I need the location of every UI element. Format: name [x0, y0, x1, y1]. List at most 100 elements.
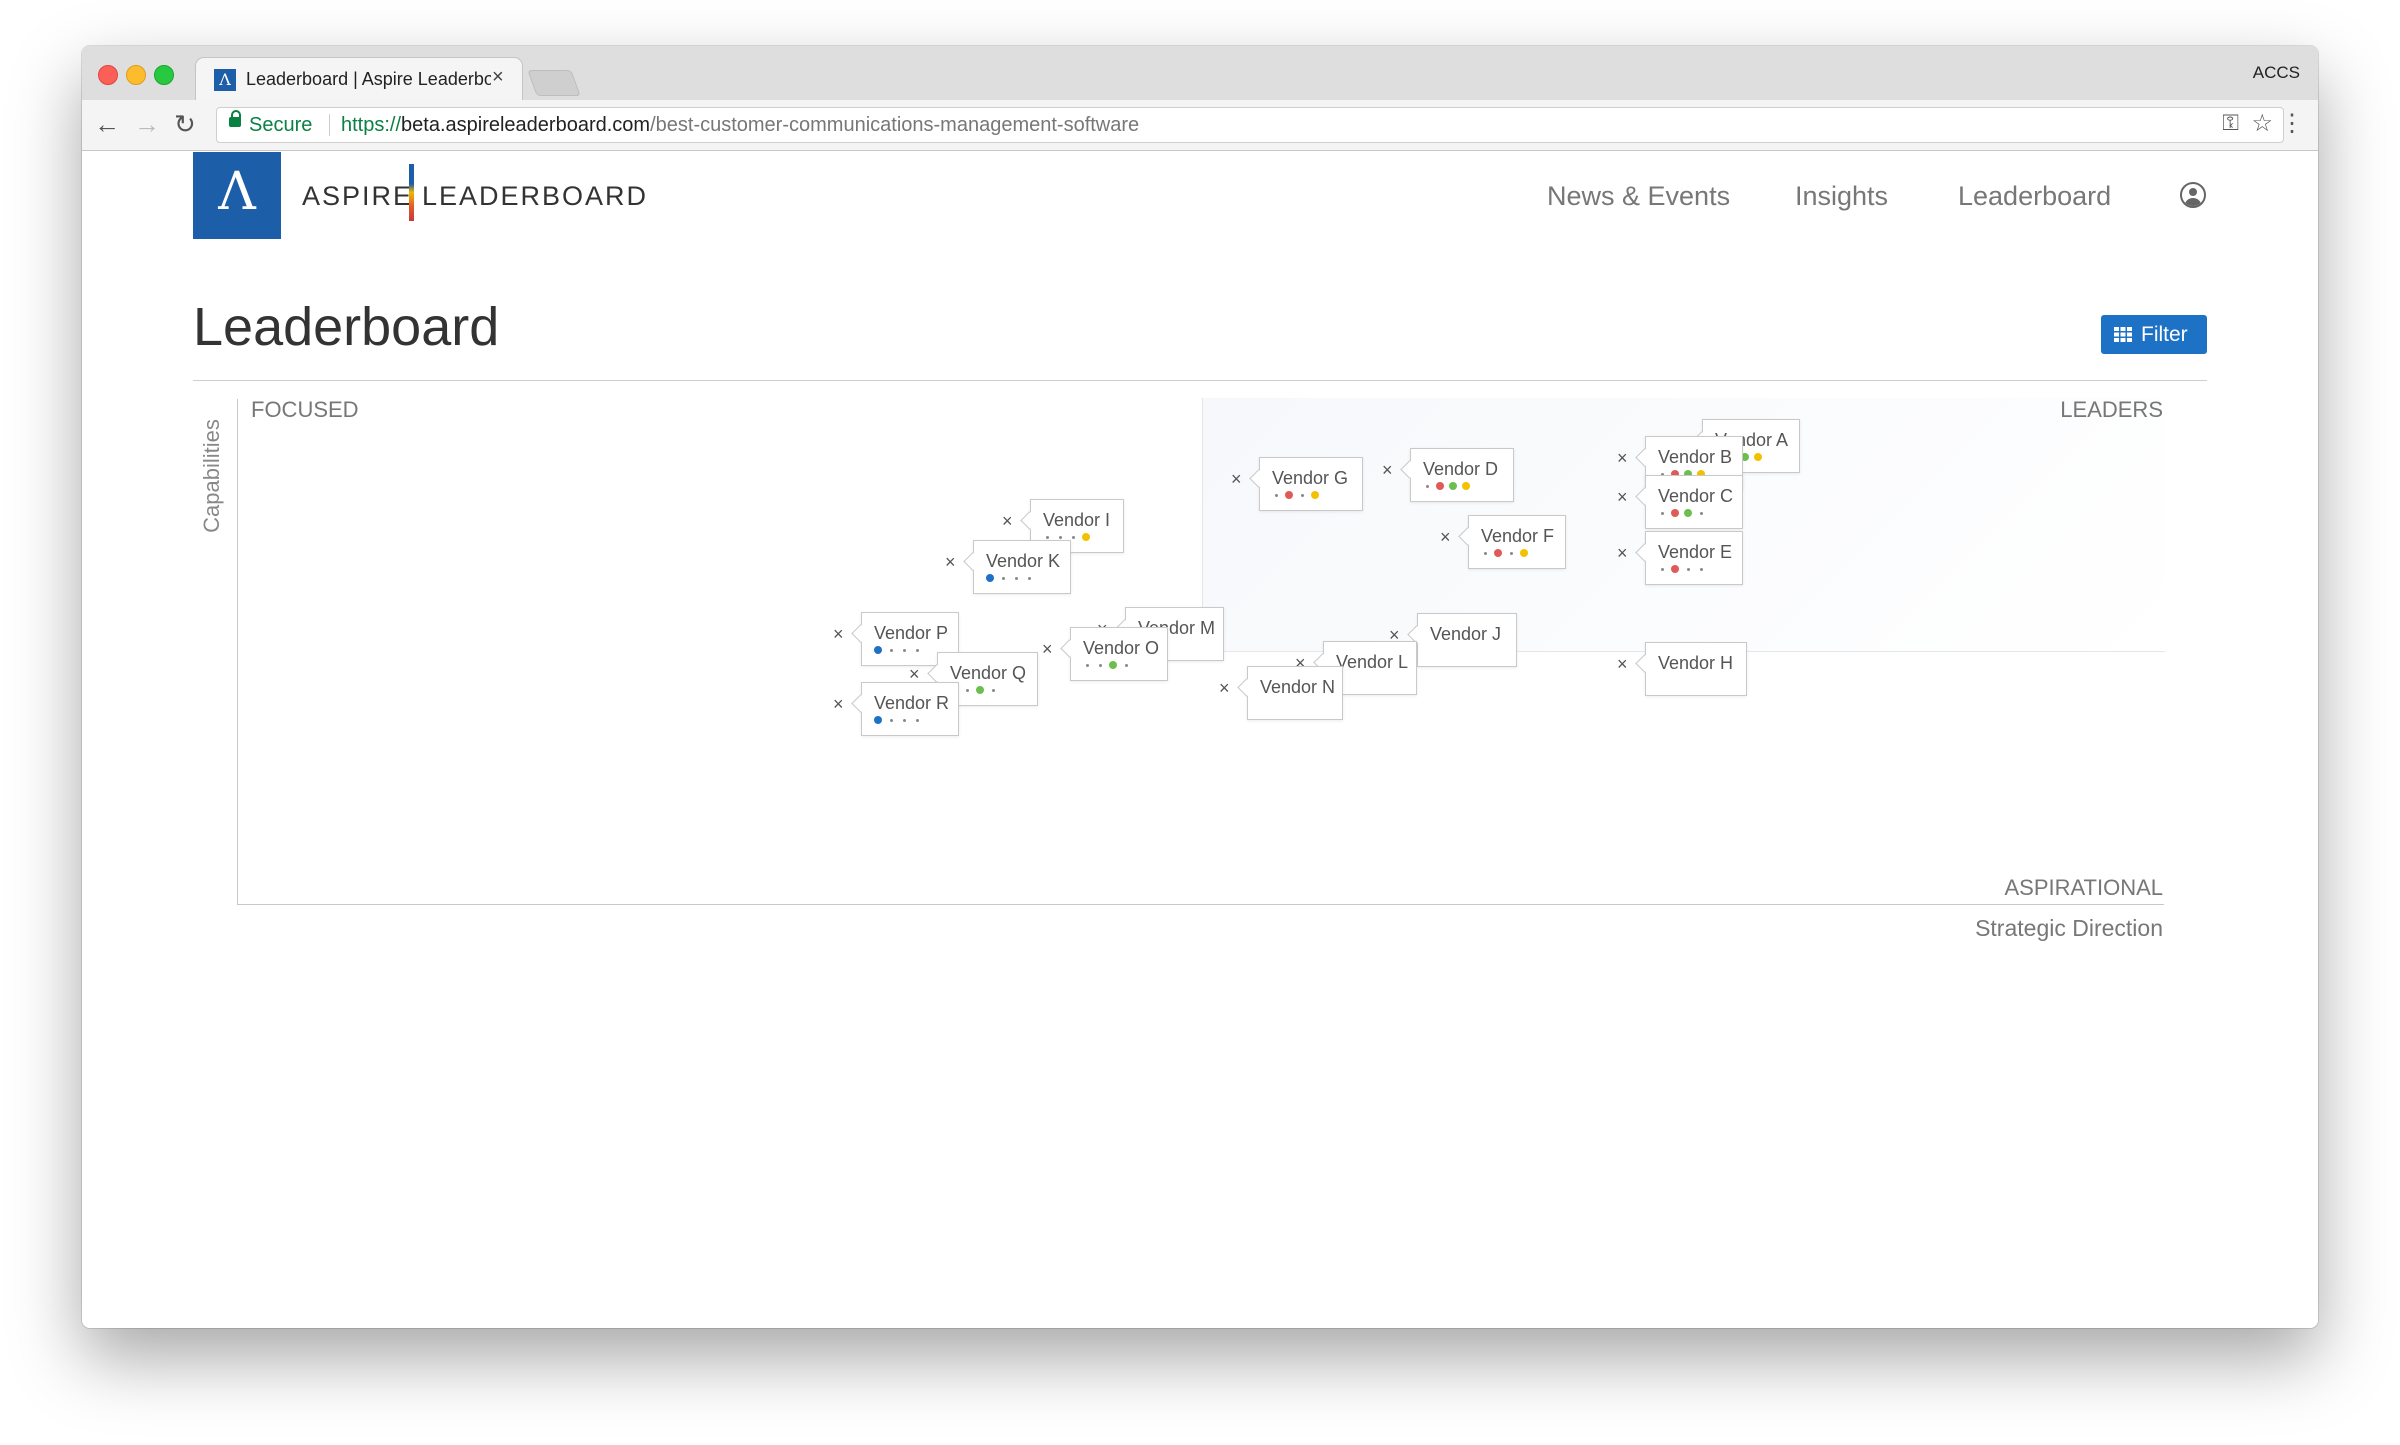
vendor-e-dot-empty [1686, 567, 1690, 571]
vendor-r-card[interactable]: Vendor R [861, 682, 959, 736]
vendor-d-rating-dots [1423, 481, 1470, 491]
y-axis-title-text: Capabilities [199, 419, 224, 533]
vendor-e-card[interactable]: Vendor E [1645, 531, 1743, 585]
vendor-q-label: Vendor Q [950, 663, 1027, 683]
browser-tab[interactable]: Λ Leaderboard | Aspire Leaderbo × [196, 58, 522, 100]
vendor-d-remove-icon[interactable]: × [1382, 460, 1393, 480]
vendor-e-dot-red [1671, 565, 1679, 573]
vendor-c-rating-dots [1658, 508, 1705, 518]
vendor-p-remove-icon[interactable]: × [833, 624, 844, 644]
vendor-o-rating-dots [1083, 660, 1130, 670]
filter-label: Filter [2141, 323, 2188, 346]
vendor-p-card[interactable]: Vendor P [861, 612, 959, 666]
y-axis-line [237, 399, 238, 904]
logo-word-leaderboard[interactable]: LEADERBOARD [422, 181, 649, 211]
vendor-i-label: Vendor I [1043, 510, 1111, 530]
nav-leaderboard[interactable]: Leaderboard [1958, 181, 2112, 211]
secure-label: Secure [249, 114, 313, 136]
vendor-j-remove-icon[interactable]: × [1389, 625, 1400, 645]
new-tab-button[interactable] [527, 70, 581, 96]
vendor-f-dot-red [1494, 549, 1502, 557]
reload-icon[interactable]: ↻ [174, 109, 196, 139]
x-axis-line [237, 904, 2164, 905]
key-icon[interactable]: ⚿ [2222, 110, 2239, 135]
vendor-o-dot-empty [1124, 663, 1128, 667]
nav-insights[interactable]: Insights [1795, 181, 1889, 211]
vendor-n-card[interactable]: Vendor N [1247, 666, 1343, 720]
lock-icon [229, 110, 241, 127]
vendor-g-card[interactable]: Vendor G [1259, 457, 1363, 511]
filter-button[interactable]: Filter [2101, 315, 2207, 354]
nav-news-events[interactable]: News & Events [1547, 181, 1731, 211]
browser-menu-icon[interactable]: ⋮ [2280, 110, 2304, 137]
vendor-h-remove-icon[interactable]: × [1617, 654, 1628, 674]
vendor-n-label: Vendor N [1260, 677, 1336, 697]
vendor-q-card[interactable]: Vendor Q [937, 652, 1038, 706]
vendor-f-rating-dots [1481, 548, 1528, 558]
vendor-q-dot-empty [991, 688, 995, 692]
url-text[interactable]: https://beta.aspireleaderboard.com/best-… [341, 114, 1139, 137]
vendor-h-card[interactable]: Vendor H [1645, 642, 1747, 696]
vendor-r-dot-empty [889, 718, 893, 722]
vendor-i-remove-icon[interactable]: × [1002, 511, 1013, 531]
vendor-k-label: Vendor K [986, 551, 1061, 571]
vendor-o-card[interactable]: Vendor O [1070, 627, 1168, 681]
browser-window: Λ Leaderboard | Aspire Leaderbo × ACCS ←… [82, 46, 2318, 1328]
vendor-i-rating-dots [1043, 532, 1090, 542]
maximize-window-button[interactable] [154, 65, 174, 85]
vendor-p-rating-dots [874, 645, 921, 655]
vendor-c-dot-red [1671, 509, 1679, 517]
tab-close-icon[interactable]: × [492, 66, 504, 88]
vendor-f-label: Vendor F [1481, 526, 1555, 546]
vendor-b-label: Vendor B [1658, 447, 1733, 467]
user-account-icon[interactable] [2180, 182, 2206, 208]
vendor-a-dot-green [1741, 453, 1749, 461]
x-axis-title: Strategic Direction [1975, 915, 2163, 941]
vendor-r-dot-empty [915, 718, 919, 722]
logo-word-aspire[interactable]: ASPIRE [302, 181, 414, 211]
vendor-o-label: Vendor O [1083, 638, 1160, 658]
vendor-k-dot-empty [1001, 576, 1005, 580]
quadrant-label-aspirational: ASPIRATIONAL [2004, 875, 2163, 900]
vendor-d-label: Vendor D [1423, 459, 1499, 479]
vendor-o-remove-icon[interactable]: × [1042, 639, 1053, 659]
aspire-logo-mark[interactable]: Λ [193, 152, 281, 239]
page-content: Λ ASPIRE LEADERBOARD News & Events Insig… [82, 151, 2318, 1328]
vendor-j-card[interactable]: Vendor J [1417, 613, 1517, 667]
page-title: Leaderboard [193, 297, 500, 357]
vendor-n-remove-icon[interactable]: × [1219, 678, 1230, 698]
back-arrow-icon[interactable]: ← [94, 109, 120, 139]
vendor-e-rating-dots [1658, 564, 1705, 574]
vendor-l-remove-icon[interactable]: × [1295, 653, 1306, 673]
vendor-p-dot-blue [874, 646, 882, 654]
vendor-g-remove-icon[interactable]: × [1231, 469, 1242, 489]
close-window-button[interactable] [98, 65, 118, 85]
vendor-c-card[interactable]: Vendor C [1645, 475, 1743, 529]
vendor-f-dot-empty [1509, 551, 1513, 555]
vendor-e-remove-icon[interactable]: × [1617, 543, 1628, 563]
vendor-r-label: Vendor R [874, 693, 950, 713]
vendor-c-remove-icon[interactable]: × [1617, 487, 1628, 507]
vendor-k-card[interactable]: Vendor K [973, 540, 1071, 594]
address-bar[interactable]: Secure https://beta.aspireleaderboard.co… [216, 107, 2284, 143]
browser-profile-name[interactable]: ACCS [2252, 63, 2300, 82]
vendor-f-card[interactable]: Vendor F [1468, 515, 1566, 569]
vendor-b-remove-icon[interactable]: × [1617, 448, 1628, 468]
leaderboard-chart: Capabilities FOCUSED LEADERS ASPIRATIONA… [82, 151, 2318, 1328]
vendor-f-remove-icon[interactable]: × [1440, 527, 1451, 547]
vendor-e-label: Vendor E [1658, 542, 1733, 562]
vendor-k-remove-icon[interactable]: × [945, 552, 956, 572]
vendor-q-remove-icon[interactable]: × [909, 664, 920, 684]
vendor-d-card[interactable]: Vendor D [1410, 448, 1514, 502]
vendor-r-remove-icon[interactable]: × [833, 694, 844, 714]
bookmark-star-icon[interactable]: ☆ [2251, 110, 2273, 137]
minimize-window-button[interactable] [126, 65, 146, 85]
vendor-b-dot-red [1671, 470, 1679, 478]
title-divider [193, 380, 2207, 381]
vendor-c-label: Vendor C [1658, 486, 1734, 506]
vendor-f-dot-yellow [1520, 549, 1528, 557]
vendor-c-dot-empty [1660, 511, 1664, 515]
vendor-i-card[interactable]: Vendor I [1030, 499, 1124, 553]
forward-arrow-icon[interactable]: → [134, 109, 160, 139]
vendor-h-label: Vendor H [1658, 653, 1734, 673]
